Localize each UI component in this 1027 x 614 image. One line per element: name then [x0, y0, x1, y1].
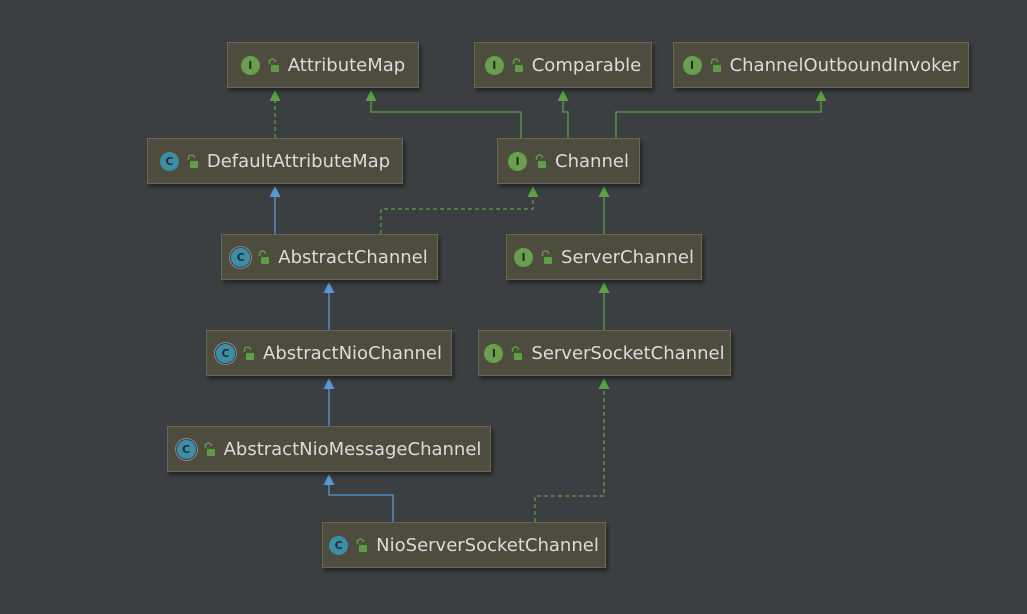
class-icon: C: [329, 535, 349, 555]
public-visibility-icon: [256, 249, 270, 265]
node-label: AbstractNioChannel: [263, 342, 442, 364]
edge-arrowhead: [323, 378, 335, 389]
abstract-class-icon: C: [216, 343, 236, 363]
interface-icon: I: [682, 55, 702, 75]
public-visibility-icon: [539, 249, 553, 265]
node-abstract-nio-channel[interactable]: C AbstractNioChannel: [206, 330, 452, 376]
edge-arrowhead: [323, 474, 335, 485]
public-visibility-icon: [708, 57, 722, 73]
node-label: Channel: [555, 150, 629, 172]
interface-icon: I: [484, 343, 504, 363]
node-abstract-nio-message-channel[interactable]: C AbstractNioMessageChannel: [167, 426, 491, 472]
edge-server-channel-to-channel: [598, 186, 610, 234]
abstract-class-icon: C: [176, 439, 196, 459]
edge-default-attribute-map-to-attribute-map: [269, 90, 281, 138]
edge-line: [534, 387, 605, 522]
node-server-socket-channel[interactable]: I ServerSocketChannel: [478, 330, 731, 376]
edge-arrowhead: [815, 90, 827, 101]
edge-line: [328, 483, 394, 522]
node-attribute-map[interactable]: I AttributeMap: [227, 42, 419, 88]
node-label: NioServerSocketChannel: [376, 534, 599, 556]
node-label: ServerChannel: [561, 246, 694, 268]
node-channel-outbound-invoker[interactable]: I ChannelOutboundInvoker: [673, 42, 969, 88]
edge-line: [380, 195, 534, 234]
interface-icon: I: [240, 55, 260, 75]
node-comparable[interactable]: I Comparable: [474, 42, 652, 88]
edge-line: [562, 99, 569, 138]
edge-arrowhead: [269, 90, 281, 101]
edge-channel-to-comparable: [557, 90, 569, 138]
public-visibility-icon: [533, 153, 547, 169]
class-icon: C: [159, 151, 179, 171]
edge-nio-server-socket-channel-to-server-socket-channel: [534, 378, 610, 522]
node-default-attribute-map[interactable]: C DefaultAttributeMap: [147, 138, 403, 184]
edge-arrowhead: [527, 186, 539, 197]
interface-icon: I: [508, 151, 528, 171]
edge-abstract-channel-to-channel: [380, 186, 539, 234]
abstract-class-icon: C: [231, 247, 251, 267]
edge-channel-to-attribute-map: [365, 90, 522, 138]
public-visibility-icon: [354, 537, 368, 553]
interface-icon: I: [514, 247, 534, 267]
edge-abstract-channel-to-default-attribute-map: [269, 186, 281, 234]
node-label: AbstractNioMessageChannel: [223, 438, 482, 460]
edge-abstract-nio-channel-to-abstract-channel: [323, 282, 335, 330]
edge-arrowhead: [598, 186, 610, 197]
edge-arrowhead: [365, 90, 377, 101]
public-visibility-icon: [185, 153, 199, 169]
edge-arrowhead: [598, 378, 610, 389]
edge-line: [370, 99, 522, 138]
edge-arrowhead: [557, 90, 569, 101]
edge-arrowhead: [598, 282, 610, 293]
edge-line: [615, 99, 822, 138]
public-visibility-icon: [509, 345, 523, 361]
edge-abstract-nio-message-channel-to-abstract-nio-channel: [323, 378, 335, 426]
public-visibility-icon: [510, 57, 524, 73]
node-server-channel[interactable]: I ServerChannel: [506, 234, 702, 280]
node-nio-server-socket-channel[interactable]: C NioServerSocketChannel: [322, 522, 606, 568]
node-label: AbstractChannel: [278, 246, 428, 268]
edge-channel-to-channel-outbound-invoker: [615, 90, 827, 138]
node-channel[interactable]: I Channel: [497, 138, 640, 184]
edge-arrowhead: [269, 186, 281, 197]
node-label: AttributeMap: [287, 54, 406, 76]
public-visibility-icon: [241, 345, 255, 361]
node-label: ChannelOutboundInvoker: [729, 54, 960, 76]
public-visibility-icon: [202, 441, 216, 457]
public-visibility-icon: [266, 57, 280, 73]
interface-icon: I: [484, 55, 504, 75]
edge-arrowhead: [323, 282, 335, 293]
node-label: DefaultAttributeMap: [206, 150, 391, 172]
edge-nio-server-socket-channel-to-abstract-nio-message-channel: [323, 474, 394, 522]
node-abstract-channel[interactable]: C AbstractChannel: [221, 234, 438, 280]
edge-server-socket-channel-to-server-channel: [598, 282, 610, 330]
node-label: Comparable: [531, 54, 642, 76]
node-label: ServerSocketChannel: [531, 342, 725, 364]
